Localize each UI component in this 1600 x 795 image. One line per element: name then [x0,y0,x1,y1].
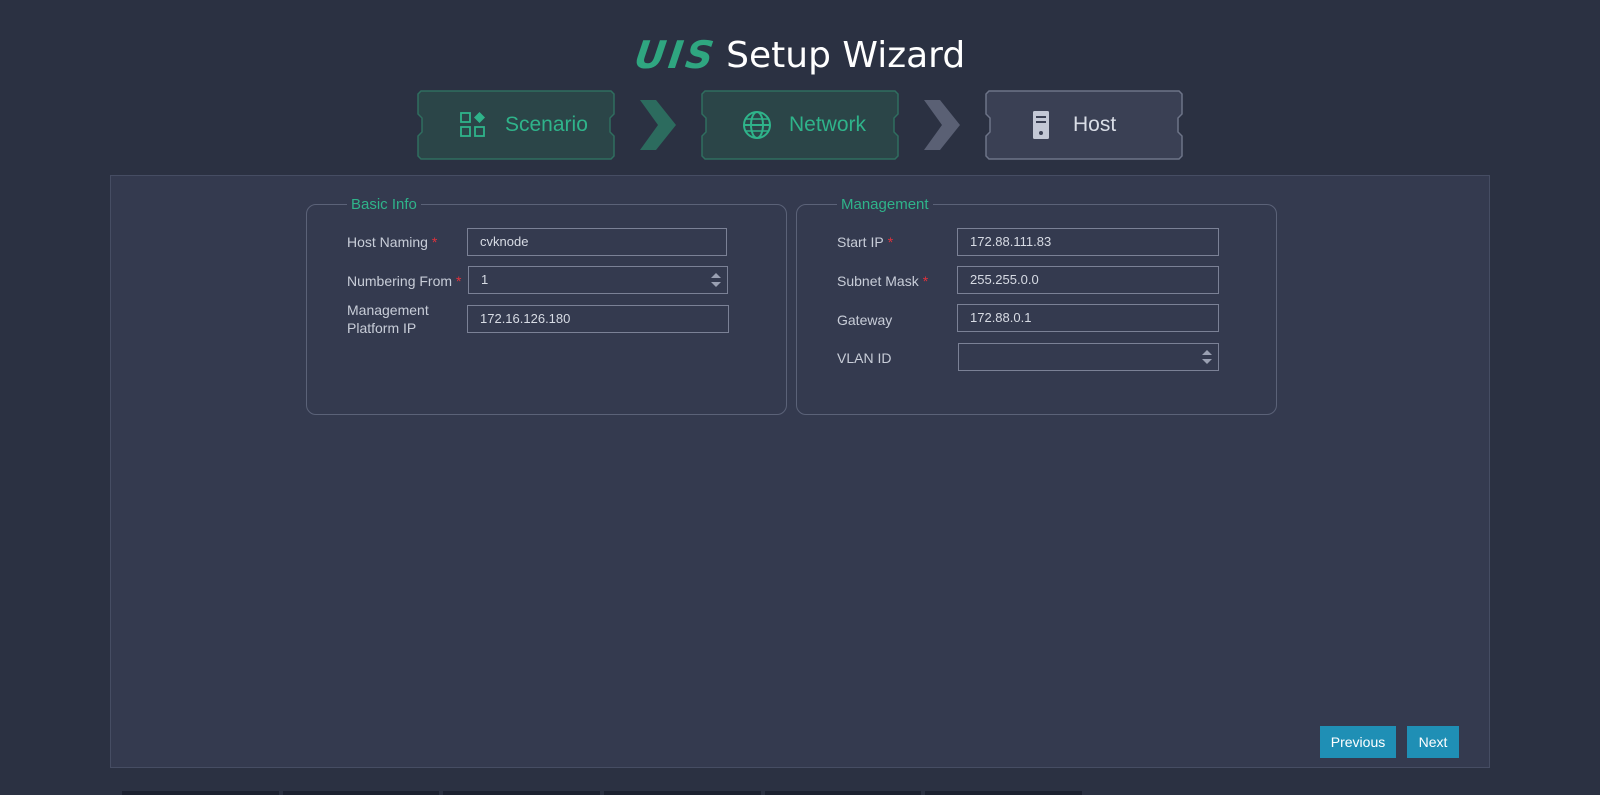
previous-button[interactable]: Previous [1320,726,1396,758]
wizard-header: UIS Setup Wizard [0,30,1600,80]
apps-icon [460,112,485,137]
start-ip-input[interactable]: 172.88.111.83 [957,228,1219,256]
step-arrow-icon [924,100,960,150]
step-arrow-icon [640,100,676,150]
host-naming-input[interactable]: cvknode [467,228,727,256]
management-platform-ip-input[interactable]: 172.16.126.180 [467,305,729,333]
gateway-label: Gateway [837,312,893,328]
bottom-strip-segment [925,791,1083,795]
required-marker: * [922,273,929,289]
required-marker: * [456,273,462,289]
management-platform-ip-label: Management Platform IP [347,302,429,336]
brand-logo: UIS [631,33,720,77]
vlan-id-stepper[interactable] [958,343,1219,371]
next-button[interactable]: Next [1407,726,1459,758]
numbering-from-stepper[interactable]: 1 [468,266,728,294]
wizard-steps: Scenario Network Host [0,90,1600,160]
server-icon [1033,111,1049,139]
vlan-id-label: VLAN ID [837,350,892,366]
step-host[interactable]: Host [985,90,1183,160]
management-section: Management Start IP* 172.88.111.83 Subne… [796,196,1277,415]
bottom-strip-segment [443,791,601,795]
step-frame [985,90,1183,160]
start-ip-label: Start IP* [837,234,894,250]
step-frame [701,90,899,160]
step-label: Network [789,113,867,136]
bottom-strip-segment [604,791,761,795]
globe-icon [743,111,771,139]
required-marker: * [887,234,894,250]
bottom-strip-segment [122,791,279,795]
step-label: Host [1073,113,1117,136]
subnet-mask-input[interactable]: 255.255.0.0 [957,266,1219,294]
spinner-arrows-icon[interactable] [709,270,723,290]
gateway-input[interactable]: 172.88.0.1 [957,304,1219,332]
numbering-from-label: Numbering From* [347,273,462,289]
subnet-mask-label: Subnet Mask* [837,273,929,289]
step-network[interactable]: Network [701,90,899,160]
main-panel: Basic Info Host Naming* cvknode Numberin… [110,175,1490,768]
spinner-arrows-icon[interactable] [1200,347,1214,367]
required-marker: * [431,234,438,250]
management-legend: Management [841,196,929,213]
bottom-strip-segment [764,791,922,795]
page-title: Setup Wizard [726,34,966,76]
step-frame [417,90,615,160]
step-label: Scenario [505,113,588,136]
basic-info-section: Basic Info Host Naming* cvknode Numberin… [306,196,787,415]
bottom-strip-segment [282,791,440,795]
step-scenario[interactable]: Scenario [417,90,615,160]
basic-info-legend: Basic Info [351,196,417,213]
host-naming-label: Host Naming* [347,234,438,250]
bottom-strip [122,791,1083,795]
